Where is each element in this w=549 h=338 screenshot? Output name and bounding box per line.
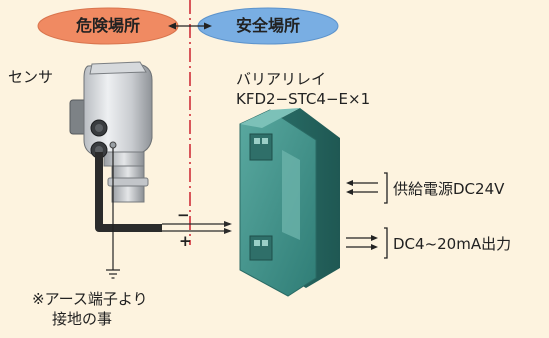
output-arrows [346,235,378,250]
wire-plus-arrow [224,228,232,234]
power-arrows [346,180,378,195]
barrier-model: KFD2−STC4−E×1 [236,90,371,108]
ground-symbol [106,148,120,279]
safe-zone-label: 安全場所 [235,16,300,35]
wire-minus-arrow [224,221,232,227]
zone-arrow [168,22,212,30]
hazardous-zone-label: 危険場所 [75,16,140,35]
signal-cable [95,152,162,232]
plus-sign: + [179,232,192,250]
power-bracket [384,172,388,204]
ground-note-line1: ※アース端子より [32,290,148,308]
minus-sign: − [177,206,190,224]
barrier-name: バリアリレイ [236,70,327,88]
sensor-device [69,61,153,203]
barrier-relay [239,108,340,297]
output-bracket [384,227,388,259]
sensor-label: センサ [8,68,54,86]
ground-note-line2: 接地の事 [52,310,113,328]
output-signal-label: DC4~20mA出力 [393,235,512,253]
power-supply-label: 供給電源DC24V [393,180,505,198]
